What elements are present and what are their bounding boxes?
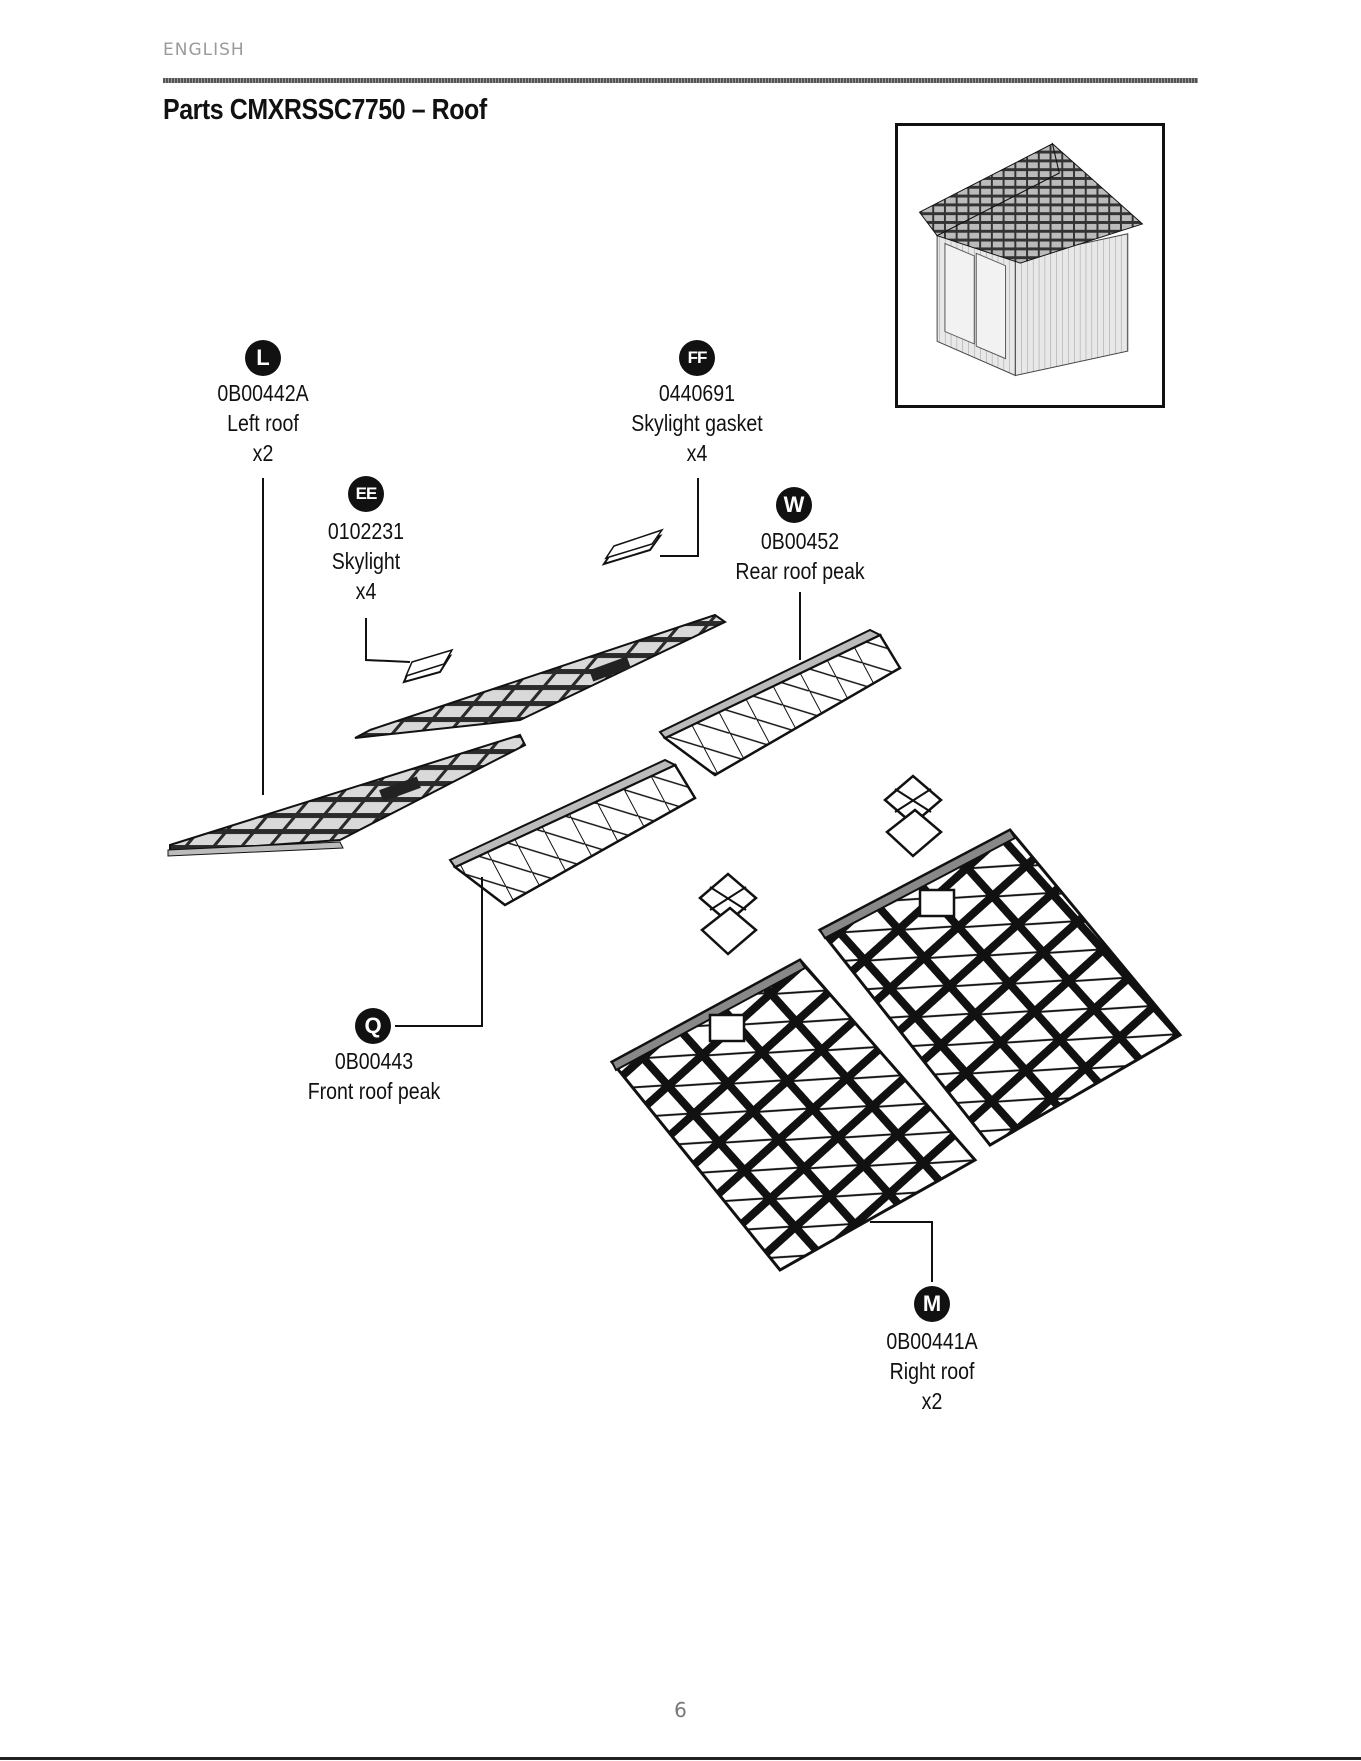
part-badge-ff: FF — [679, 340, 715, 376]
part-code: 0B00452 — [707, 526, 894, 556]
part-qty: x4 — [273, 576, 460, 606]
part-code: 0102231 — [273, 516, 460, 546]
skylight-small — [404, 650, 452, 682]
part-badge-ee: EE — [348, 476, 384, 512]
part-label-skylight: 0102231 Skylight x4 — [273, 516, 460, 606]
part-name: Skylight — [273, 546, 460, 576]
rear-roof-peak — [660, 630, 900, 775]
part-code: 0B00442A — [170, 378, 357, 408]
part-qty: x2 — [170, 438, 357, 468]
part-code: 0B00443 — [281, 1046, 468, 1076]
part-name: Front roof peak — [281, 1076, 468, 1106]
part-badge-m: M — [914, 1286, 950, 1322]
part-name: Right roof — [839, 1356, 1026, 1386]
part-name: Skylight gasket — [604, 408, 791, 438]
part-badge-w: W — [776, 487, 812, 523]
part-label-right-roof: 0B00441A Right roof x2 — [839, 1326, 1026, 1416]
part-qty: x4 — [604, 438, 791, 468]
part-label-left-roof: 0B00442A Left roof x2 — [170, 378, 357, 468]
part-code: 0B00441A — [839, 1326, 1026, 1356]
part-label-front-roof-peak: 0B00443 Front roof peak — [281, 1046, 468, 1106]
page-number: 6 — [0, 1698, 1361, 1722]
part-label-rear-roof-peak: 0B00452 Rear roof peak — [707, 526, 894, 586]
part-qty: x2 — [839, 1386, 1026, 1416]
front-roof-peak — [450, 760, 695, 905]
part-name: Left roof — [170, 408, 357, 438]
skylight-exploded-left — [700, 874, 756, 954]
bottom-divider — [0, 1757, 1361, 1760]
part-badge-l: L — [245, 340, 281, 376]
skylight-exploded-right — [885, 776, 941, 856]
right-roof-panels — [612, 830, 1180, 1270]
part-badge-q: Q — [355, 1008, 391, 1044]
part-name: Rear roof peak — [707, 556, 894, 586]
part-code: 0440691 — [604, 378, 791, 408]
skylight-gasket-small — [604, 530, 662, 564]
part-label-skylight-gasket: 0440691 Skylight gasket x4 — [604, 378, 791, 468]
